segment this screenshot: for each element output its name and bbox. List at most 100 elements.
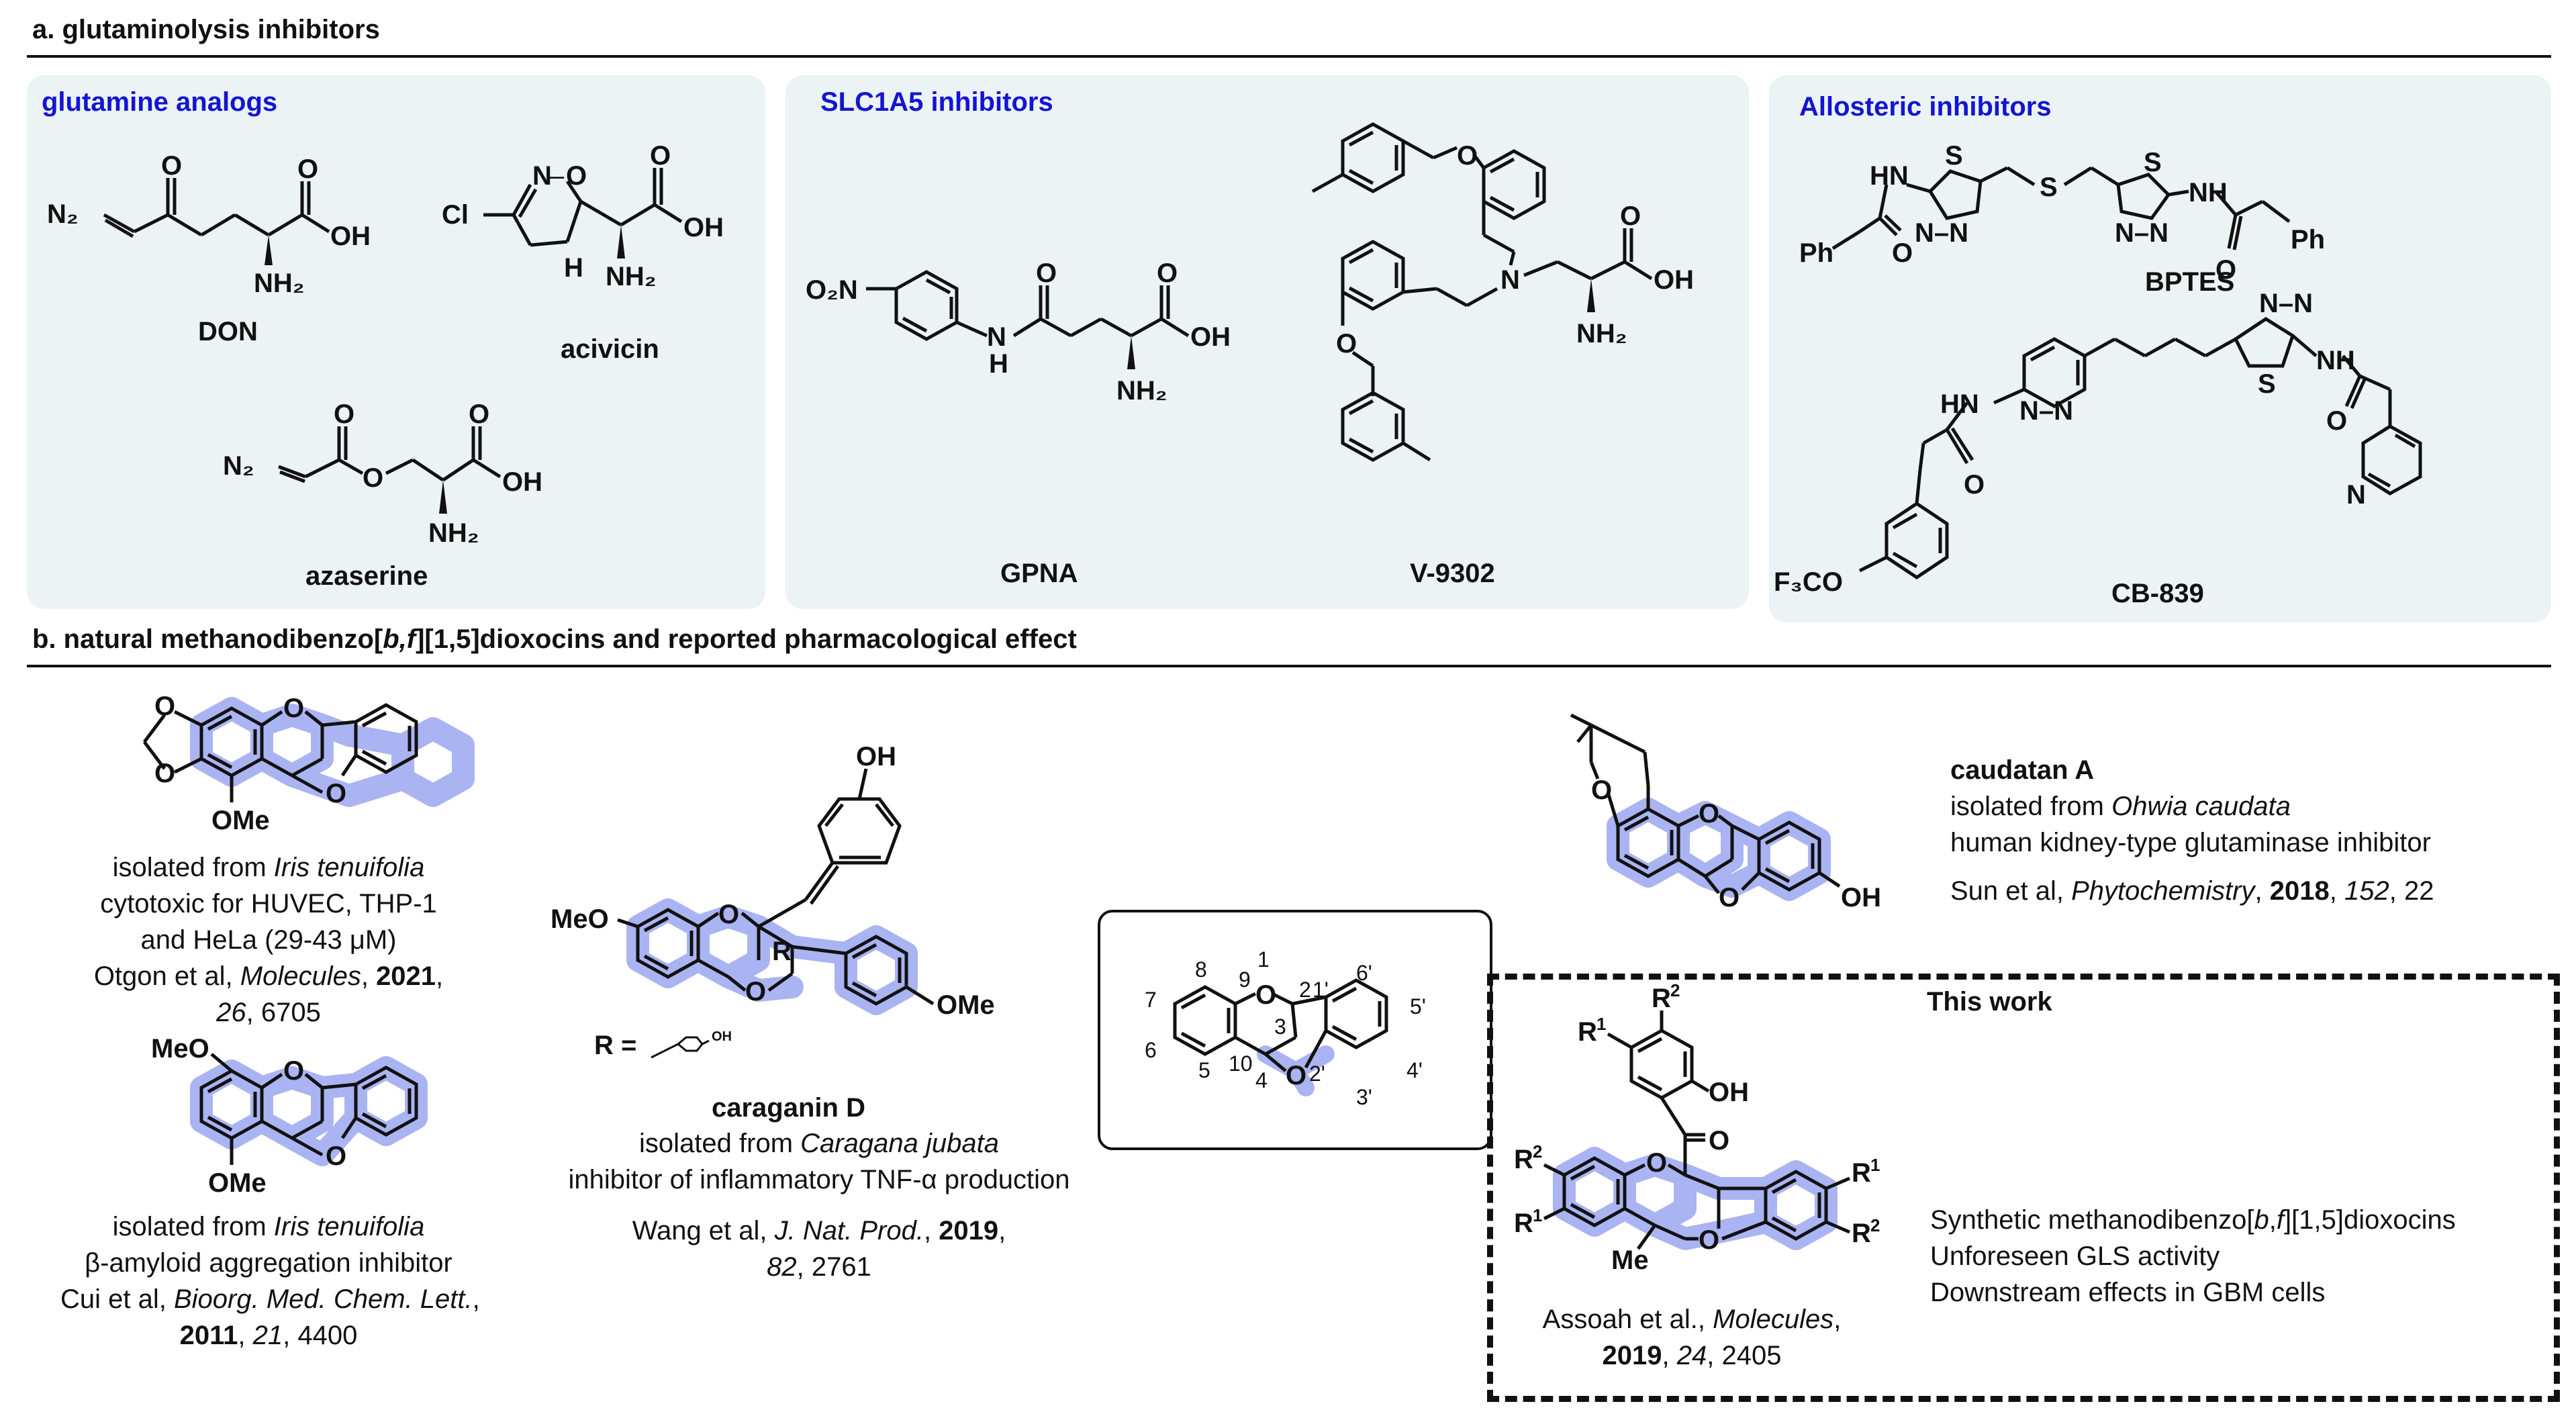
tw-r1-left: R: [1514, 1209, 1533, 1238]
label-gpna: GPNA: [1000, 559, 1078, 588]
compound2-o1: O: [283, 1056, 304, 1086]
this-work-bullet3: Downstream effects in GBM cells: [1930, 1278, 2326, 1307]
svg-text:2: 2: [1870, 1215, 1880, 1235]
caraganin-description: isolated from Caragana jubata inhibitor …: [530, 1125, 1108, 1285]
tw-r1-top: R: [1578, 1017, 1597, 1047]
v9302-o3-label: O: [1336, 329, 1357, 359]
panel-glutamine-analogs: [27, 75, 765, 609]
num-5: 5: [1198, 1058, 1210, 1082]
don-nh2-label: NH₂: [254, 269, 305, 298]
acivicin-nh2-label: NH₂: [606, 262, 657, 291]
label-bptes: BPTES: [2145, 267, 2235, 297]
section-b-title: b. natural methanodibenzo[b,f][1,5]dioxo…: [32, 624, 1077, 655]
acivicin-n-label: N: [532, 161, 552, 191]
cb839-nh-label: NH: [2316, 346, 2355, 375]
svg-text:2: 2: [1670, 980, 1680, 1000]
tw-o2: O: [1699, 1225, 1719, 1255]
gpna-n-label: N: [987, 322, 1006, 352]
this-work-title: This work: [1927, 987, 2052, 1017]
acivicin-structure: Cl N O – H O OH NH₂: [442, 141, 724, 291]
numbering-scaffold: O O 1 2 3 4 5 6 7 8 9 10 1' 2' 3' 4' 5' …: [1145, 947, 1426, 1109]
num-6p: 6': [1356, 961, 1372, 985]
cb839-s-label: S: [2258, 369, 2276, 399]
tw-r2-right: R: [1852, 1219, 1871, 1248]
compound2-description: isolated from Iris tenuifolia β-amyloid …: [60, 1209, 480, 1354]
compound2-line3: Cui et al, Bioorg. Med. Chem. Lett.,: [60, 1284, 480, 1314]
caudatan-o3: O: [1719, 883, 1739, 912]
svg-text:OH: OH: [712, 1029, 732, 1044]
gpna-o2-label: O: [1157, 258, 1178, 288]
compound1-line1: isolated from Iris tenuifolia: [112, 853, 425, 882]
bptes-ph1-label: Ph: [1799, 238, 1833, 268]
compound1-ome: OMe: [211, 806, 270, 835]
caraganin-structure: MeO O O R OMe OH R = OH: [551, 742, 995, 1060]
caudatan-line3: Sun et al, Phytochemistry, 2018, 152, 22: [1950, 876, 2434, 906]
caraganin-r-def: R =: [594, 1031, 636, 1060]
caudatan-description: caudatan A isolated from Ohwia caudata h…: [1950, 752, 2434, 909]
azaserine-o-label: O: [363, 463, 383, 493]
num-2p: 2': [1309, 1062, 1325, 1086]
azaserine-o2-label: O: [469, 399, 489, 429]
bptes-s1-label: S: [1945, 141, 1963, 171]
caudatan-o2: O: [1699, 799, 1719, 829]
num-3p: 3': [1356, 1085, 1372, 1109]
azaserine-oh-label: OH: [502, 467, 542, 497]
caraganin-line2: inhibitor of inflammatory TNF-α producti…: [568, 1165, 1070, 1194]
acivicin-oh-label: OH: [683, 213, 724, 242]
compound2-line2: β-amyloid aggregation inhibitor: [85, 1248, 452, 1278]
num-8: 8: [1195, 957, 1207, 982]
v9302-o2-label: O: [1620, 201, 1641, 231]
tw-r2-left: R: [1514, 1145, 1533, 1174]
label-acivicin: acivicin: [561, 334, 659, 364]
compound1-description: isolated from Iris tenuifolia cytotoxic …: [87, 849, 450, 1031]
numbering-o1: O: [1255, 980, 1276, 1010]
tw-o-carbonyl: O: [1709, 1126, 1729, 1156]
section-b-rule: [27, 665, 2551, 667]
panel-title-allosteric: Allosteric inhibitors: [1799, 92, 2052, 122]
caudatan-structure: O O O OH: [1570, 713, 1881, 912]
compound2-structure: O O MeO OMe: [151, 1034, 428, 1198]
panel-slc1a5: [785, 75, 1749, 609]
don-o1-label: O: [161, 151, 182, 181]
don-n2-label: N₂: [47, 199, 79, 229]
bptes-nh-label: NH: [2189, 178, 2228, 207]
this-work-citation-line1: Assoah et al., Molecules,: [1542, 1305, 1842, 1334]
cb839-n2-label: N–N: [2259, 289, 2313, 318]
gpna-nh2-label: NH₂: [1116, 376, 1167, 406]
bptes-s2-label: S: [2144, 148, 2162, 177]
caraganin-line3: Wang et al, J. Nat. Prod., 2019,: [632, 1216, 1006, 1245]
tw-o1: O: [1646, 1148, 1667, 1178]
v9302-o1-label: O: [1457, 141, 1478, 171]
gpna-h-label: H: [989, 349, 1008, 379]
numbering-o2: O: [1286, 1061, 1306, 1090]
caraganin-r: R: [772, 937, 792, 966]
bptes-n1-label: N–N: [1915, 218, 1968, 248]
label-cb839: CB-839: [2111, 579, 2204, 608]
compound1-o4: O: [326, 779, 346, 808]
cb839-n1-label: N–N: [2019, 396, 2073, 426]
tw-r1-right: R: [1852, 1158, 1871, 1188]
caraganin-ome: OMe: [937, 990, 995, 1020]
don-structure: N₂ O O OH NH₂: [47, 151, 371, 298]
cb839-hn-label: HN: [1940, 389, 1979, 419]
caudatan-line2: human kidney-type glutaminase inhibitor: [1950, 828, 2431, 857]
this-work-bullet2: Unforeseen GLS activity: [1930, 1241, 2220, 1271]
num-5p: 5': [1410, 994, 1426, 1019]
acivicin-o-label: O: [566, 161, 587, 191]
caraganin-line1: isolated from Caragana jubata: [639, 1129, 999, 1158]
section-a-title: a. glutaminolysis inhibitors: [32, 15, 380, 44]
gpna-structure: O₂N N H O O OH NH₂: [806, 258, 1231, 406]
num-6: 6: [1145, 1038, 1157, 1062]
compound1-line3: and HeLa (29-43 μM): [140, 925, 397, 955]
don-o2-label: O: [297, 154, 318, 184]
this-work-bullet1: Synthetic methanodibenzo[b,f][1,5]dioxoc…: [1930, 1205, 2456, 1235]
caraganin-oh: OH: [856, 742, 896, 771]
azaserine-structure: N₂ O O O OH NH₂: [223, 399, 542, 548]
this-work-bullets: Synthetic methanodibenzo[b,f][1,5]dioxoc…: [1930, 1202, 2456, 1311]
caudatan-line1: isolated from Ohwia caudata: [1950, 792, 2291, 821]
v9302-nh2-label: NH₂: [1576, 319, 1627, 348]
compound1-structure: O O O O OMe: [143, 692, 475, 835]
compound1-line5: 26, 6705: [216, 998, 321, 1027]
num-1: 1: [1257, 947, 1270, 972]
